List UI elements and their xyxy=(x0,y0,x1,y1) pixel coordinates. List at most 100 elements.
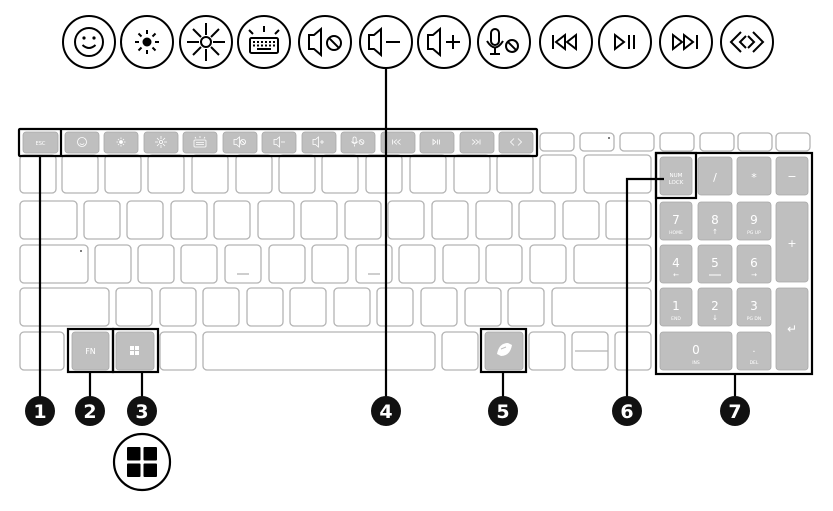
key-r2 xyxy=(126,200,164,240)
mute-icon xyxy=(298,15,352,69)
key-f5 xyxy=(222,131,258,154)
callout-number-2: 2 xyxy=(83,401,96,423)
leader-6 xyxy=(625,177,664,397)
key-r2 xyxy=(344,200,382,240)
key-numpad-9 xyxy=(736,201,772,241)
key-r1 xyxy=(278,154,316,194)
key-r3 xyxy=(355,244,393,284)
highlight-fn-row xyxy=(17,127,539,158)
key-backspace xyxy=(583,154,652,194)
previous-track-icon xyxy=(392,139,401,145)
key-f3 xyxy=(143,131,179,154)
callout-number-1: 1 xyxy=(33,401,46,423)
key-f10 xyxy=(419,131,455,154)
key-f-extra-7 xyxy=(775,132,811,152)
next-track-icon xyxy=(471,139,481,145)
key-arrow-updown xyxy=(614,331,652,371)
key-r1 xyxy=(235,154,273,194)
key-r3 xyxy=(311,244,349,284)
key-r3 xyxy=(224,244,262,284)
key-rctrl xyxy=(528,331,566,371)
key-esc xyxy=(22,131,59,154)
key-numpad-5 xyxy=(697,244,733,284)
previous-track-icon xyxy=(539,15,593,69)
key-legends: ESC FN NUM LOCK / * − + 7 HOME 8 ↑ 9 PG … xyxy=(36,141,797,366)
key-r3 xyxy=(137,244,175,284)
num-lock-label-2: LOCK xyxy=(669,180,684,186)
key-numpad-3 xyxy=(736,287,772,327)
windows-logo-circle xyxy=(112,432,172,492)
numpad-5-label: 5 xyxy=(711,256,719,270)
key-numpad-dot xyxy=(736,331,772,371)
numpad-enter-label: ↵ xyxy=(787,322,797,336)
key-r4 xyxy=(507,287,545,327)
special-key-icons xyxy=(130,343,512,356)
leader-lines xyxy=(38,67,737,397)
fn-label: FN xyxy=(85,347,96,356)
numpad-0-sublabel: INS xyxy=(692,360,700,366)
key-r1 xyxy=(19,154,57,194)
callout-number-6: 6 xyxy=(620,401,633,423)
numpad-9-label: 9 xyxy=(750,213,758,227)
key-numpad-enter xyxy=(775,287,809,371)
numpad-slash-label: / xyxy=(713,171,717,184)
key-numpad-8 xyxy=(697,201,733,241)
key-f-extra-1 xyxy=(539,132,575,152)
numpad-1-sublabel: END xyxy=(671,316,681,322)
volume-down-icon xyxy=(273,136,285,148)
callout-number-7: 7 xyxy=(728,401,741,423)
numpad-2-sublabel: ↓ xyxy=(712,314,718,322)
key-r3 xyxy=(180,244,218,284)
key-alt xyxy=(159,331,197,371)
key-numpad-asterisk xyxy=(736,156,772,196)
icon-legend-row xyxy=(62,15,774,69)
windows-key-icon xyxy=(130,346,139,355)
numpad-asterisk-label: * xyxy=(751,171,757,184)
copilot-key-icon xyxy=(497,343,512,356)
callout-marker-6 xyxy=(612,396,642,426)
numpad-4-label: 4 xyxy=(672,256,680,270)
key-r3 xyxy=(268,244,306,284)
key-r2 xyxy=(387,200,425,240)
key-rshift xyxy=(551,287,652,327)
key-r1 xyxy=(365,154,403,194)
windows-logo-callout xyxy=(112,432,172,492)
callout-markers: 1 2 3 4 5 6 7 xyxy=(25,396,750,426)
key-f11 xyxy=(459,131,495,154)
keyboard-backlight-icon xyxy=(193,136,207,148)
key-f6 xyxy=(261,131,297,154)
callout-marker-5 xyxy=(488,396,518,426)
key-r3 xyxy=(529,244,567,284)
key-r4 xyxy=(159,287,197,327)
key-r4 xyxy=(289,287,327,327)
smiley-icon xyxy=(77,137,87,147)
caps-led xyxy=(80,250,82,252)
key-lctrl xyxy=(19,331,65,371)
key-r1 xyxy=(321,154,359,194)
numpad-7-sublabel: HOME xyxy=(669,230,683,236)
keyboard-backlight-icon xyxy=(237,15,291,69)
numpad-2-label: 2 xyxy=(711,299,719,313)
brightness-down-icon xyxy=(120,15,174,69)
key-f12 xyxy=(498,131,534,154)
smiley-icon xyxy=(62,15,116,69)
numpad-6-sublabel: → xyxy=(751,271,757,279)
key-f7 xyxy=(301,131,337,154)
numpad-4-sublabel: ← xyxy=(673,271,679,279)
play-pause-icon xyxy=(432,138,440,146)
key-r3 xyxy=(398,244,436,284)
key-r1 xyxy=(61,154,99,194)
key-fn xyxy=(71,331,110,371)
key-numpad-4 xyxy=(659,244,693,284)
numpad-8-sublabel: ↑ xyxy=(712,228,718,236)
brightness-down-icon xyxy=(116,137,126,147)
numpad-minus-label: − xyxy=(787,170,796,183)
key-r1 xyxy=(104,154,142,194)
led-dot xyxy=(608,137,610,139)
next-track-icon xyxy=(659,15,713,69)
highlight-windows xyxy=(111,327,160,374)
key-ralt xyxy=(441,331,479,371)
key-caps xyxy=(19,244,89,284)
key-r2 xyxy=(605,200,652,240)
numpad-dot-label: . xyxy=(752,344,755,355)
